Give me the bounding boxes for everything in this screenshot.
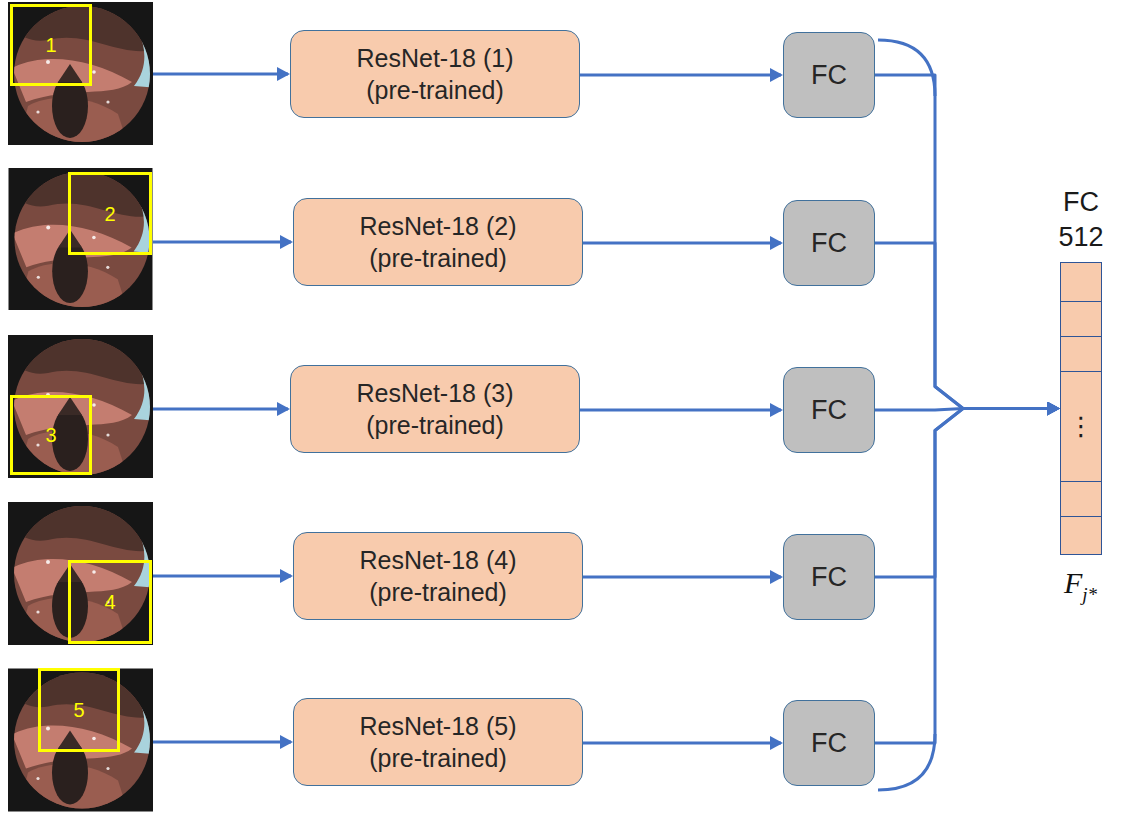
vector-cell-divider (1061, 371, 1101, 372)
endoscopy-image (8, 669, 158, 812)
endoscopy-image (9, 168, 158, 310)
layer-label: FC (811, 394, 847, 426)
layer-label: FC (811, 59, 847, 91)
image-crop-node: 2 (8, 168, 153, 310)
layer-label: FC (811, 727, 847, 759)
resnet-block: ResNet-18 (5)(pre-trained) (293, 698, 583, 786)
crop-box: 1 (10, 4, 92, 86)
flow-arrow (153, 241, 291, 244)
block-label: (pre-trained) (369, 242, 507, 274)
flow-arrow (875, 75, 1058, 409)
crop-box: 2 (68, 172, 152, 255)
block-label: (pre-trained) (369, 742, 507, 774)
resnet-block: ResNet-18 (2)(pre-trained) (293, 198, 583, 286)
flow-arrow (583, 576, 781, 579)
image-crop-node: 3 (8, 335, 153, 478)
brace-curl (878, 40, 935, 96)
endoscopy-image (8, 335, 158, 478)
image-crop-node: 1 (8, 2, 153, 145)
block-label: ResNet-18 (1) (357, 42, 514, 74)
flow-arrow (153, 73, 288, 76)
fc-layer: FC (783, 32, 875, 118)
vector-cell-divider (1061, 301, 1101, 302)
block-label: (pre-trained) (366, 409, 504, 441)
flow-arrow (583, 742, 781, 745)
resnet-block: ResNet-18 (1)(pre-trained) (290, 30, 580, 118)
flow-arrow (583, 242, 781, 245)
fc-layer: FC (783, 367, 875, 453)
flow-arrow (153, 741, 291, 744)
block-label: ResNet-18 (3) (357, 377, 514, 409)
flow-arrow (875, 243, 1058, 409)
flow-arrow (580, 409, 781, 412)
block-label: ResNet-18 (4) (360, 544, 517, 576)
vector-cell-divider (1061, 336, 1101, 337)
block-label: (pre-trained) (366, 74, 504, 106)
image-crop-node: 5 (8, 668, 153, 812)
flow-arrow (580, 74, 781, 77)
flow-arrow (153, 575, 291, 578)
feature-vector: FC 512⋮ (1060, 262, 1102, 555)
block-label: ResNet-18 (5) (360, 710, 517, 742)
crop-number: 5 (73, 700, 84, 720)
crop-number: 1 (45, 35, 56, 55)
crop-number: 4 (104, 592, 115, 612)
layer-label: FC (811, 227, 847, 259)
crop-box: 4 (68, 560, 152, 644)
symbol-subscript: j* (1082, 584, 1097, 605)
vector-cell-divider (1061, 516, 1101, 517)
endoscopy-image (8, 2, 158, 145)
resnet-block: ResNet-18 (3)(pre-trained) (290, 365, 580, 453)
crop-box: 5 (38, 668, 120, 752)
block-label: ResNet-18 (2) (360, 210, 517, 242)
symbol-letter: F (1064, 566, 1082, 599)
endoscopy-image (8, 502, 158, 645)
resnet-block: ResNet-18 (4)(pre-trained) (293, 532, 583, 620)
layer-label: FC (811, 561, 847, 593)
flow-arrow (875, 409, 1058, 578)
fc-layer: FC (783, 534, 875, 620)
ellipsis: ⋮ (1061, 371, 1101, 481)
image-crop-node: 4 (8, 502, 153, 645)
crop-box: 3 (10, 395, 92, 475)
flow-arrow (153, 408, 288, 411)
vector-cell-divider (1061, 481, 1101, 482)
crop-number: 3 (45, 425, 56, 445)
crop-number: 2 (104, 204, 115, 224)
vector-heading: FC 512 (1058, 185, 1103, 255)
fc-layer: FC (783, 700, 875, 786)
block-label: (pre-trained) (369, 576, 507, 608)
flow-arrow (875, 409, 1058, 744)
fc-layer: FC (783, 200, 875, 286)
feature-symbol: Fj* (1064, 566, 1097, 606)
